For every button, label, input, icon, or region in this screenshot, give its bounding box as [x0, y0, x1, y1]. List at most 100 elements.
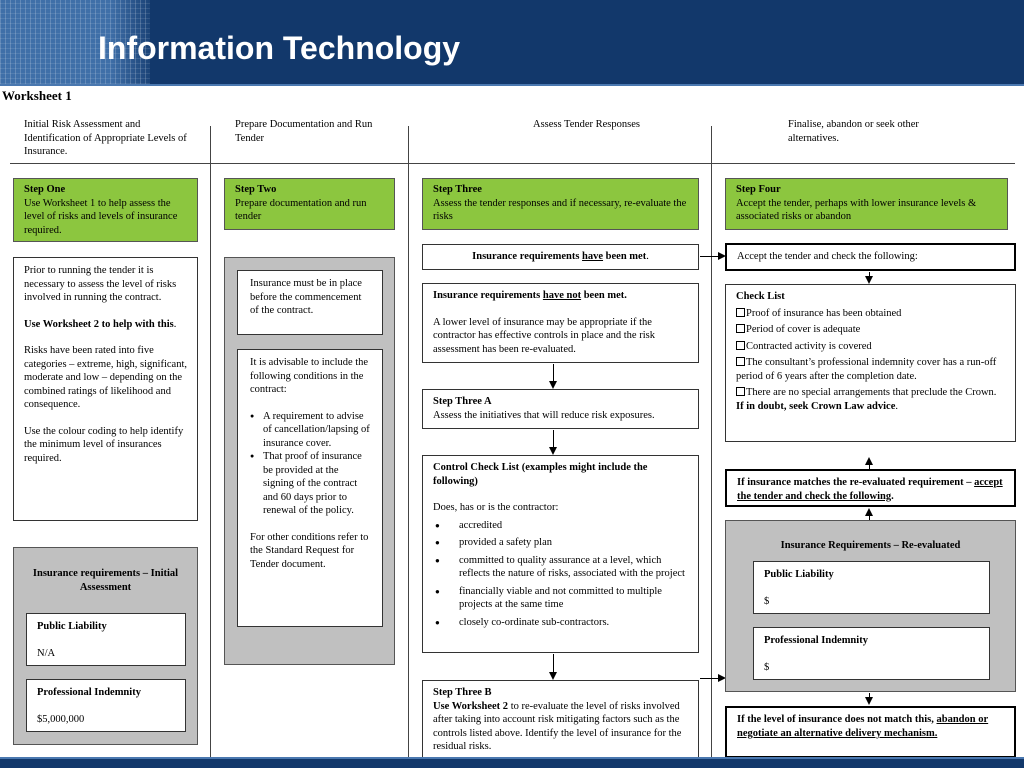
public-liability-box: Public Liability N/A: [26, 613, 186, 666]
header-grid-pattern: [0, 0, 150, 84]
contract-conditions-note: It is advisable to include the following…: [237, 349, 383, 627]
arrow-stem: [869, 464, 870, 470]
step-two-text: Prepare documentation and run tender: [235, 197, 367, 223]
reevaluated-panel: Insurance Requirements – Re-evaluated Pu…: [725, 520, 1016, 692]
step-one-box: Step One Use Worksheet 1 to help assess …: [13, 178, 198, 242]
public-liability-value: N/A: [37, 648, 56, 659]
check-list-item: Proof of insurance has been obtained: [736, 307, 1005, 321]
reevaluated-professional-indemnity-box: Professional Indemnity $: [753, 627, 990, 680]
checkbox-icon: [736, 387, 745, 396]
arrow-down-icon: [549, 447, 557, 455]
heading-divider: [10, 163, 1015, 164]
professional-indemnity-value: $: [764, 662, 770, 673]
arrow-right-icon: [718, 674, 726, 682]
column-heading-4: Finalise, abandon or seek other alternat…: [788, 119, 919, 144]
arrow-stem: [553, 430, 554, 447]
reevaluated-public-liability-box: Public Liability $: [753, 561, 990, 614]
professional-indemnity-value: $5,000,000: [37, 714, 85, 725]
info-paragraph-4: Use the colour coding to help identify t…: [24, 425, 184, 464]
check-list-box: Check List Proof of insurance has been o…: [725, 284, 1016, 442]
column-divider-1: [210, 126, 211, 757]
arrow-down-icon: [865, 276, 873, 284]
step-three-b-title: Step Three B: [433, 687, 492, 698]
step-two-title: Step Two: [235, 184, 277, 195]
insurance-not-match-box: If the level of insurance does not match…: [725, 706, 1016, 758]
arrow-down-icon: [549, 672, 557, 680]
professional-indemnity-label: Professional Indemnity: [37, 687, 141, 698]
header-rule: [0, 84, 1024, 86]
insurance-in-place-note: Insurance must be in place before the co…: [237, 270, 383, 335]
control-item: accredited: [433, 519, 688, 533]
step-three-title: Step Three: [433, 184, 482, 195]
arrow-stem: [869, 515, 870, 520]
control-item: financially viable and not committed to …: [433, 585, 688, 612]
public-liability-label: Public Liability: [764, 569, 834, 580]
info-paragraph-1: Prior to running the tender it is necess…: [24, 265, 177, 303]
step-three-text: Assess the tender responses and if neces…: [433, 197, 687, 223]
info-paragraph-2: Use Worksheet 2 to help with this.: [24, 318, 177, 330]
step-three-box: Step Three Assess the tender responses a…: [422, 178, 699, 230]
check-list-item: There are no special arrangements that p…: [736, 386, 1005, 400]
initial-assessment-title: Insurance requirements – Initial Assessm…: [32, 568, 179, 593]
crown-law-advice: If in doubt, seek Crown Law advice: [736, 400, 896, 412]
checkbox-icon: [736, 357, 745, 366]
step-two-box: Step Two Prepare documentation and run t…: [224, 178, 395, 230]
step-one-title: Step One: [24, 184, 66, 195]
initial-assessment-info-box: Prior to running the tender it is necess…: [13, 257, 198, 521]
arrow-stem: [700, 678, 718, 679]
column-heading-1: Initial Risk Assessment and Identificati…: [24, 119, 187, 157]
conditions-outro: For other conditions refer to the Standa…: [250, 531, 369, 570]
step-four-title: Step Four: [736, 184, 781, 195]
accept-tender-box: Accept the tender and check the followin…: [725, 243, 1016, 271]
step-four-box: Step Four Accept the tender, perhaps wit…: [725, 178, 1008, 230]
control-item: closely co-ordinate sub-contractors.: [433, 616, 688, 630]
tender-notes-panel: Insurance must be in place before the co…: [224, 257, 395, 665]
met-emphasis: have: [582, 251, 604, 262]
conditions-intro: It is advisable to include the following…: [250, 357, 369, 395]
arrow-up-icon: [865, 508, 873, 516]
control-check-list-box: Control Check List (examples might inclu…: [422, 455, 699, 653]
not-met-text: A lower level of insurance may be approp…: [433, 316, 655, 355]
condition-item: That proof of insurance be provided at t…: [250, 450, 370, 518]
checkbox-icon: [736, 340, 745, 350]
step-three-b-box: Step Three B Use Worksheet 2 to re-evalu…: [422, 680, 699, 758]
worksheet-title: Worksheet 1: [2, 88, 72, 103]
not-met-emphasis: have not: [542, 290, 582, 301]
initial-assessment-panel: Insurance requirements – Initial Assessm…: [13, 547, 198, 745]
check-list-item: Contracted activity is covered: [736, 340, 1005, 354]
arrow-down-icon: [549, 381, 557, 389]
control-check-list-title: Control Check List (examples might inclu…: [433, 462, 648, 487]
control-item: committed to quality assurance at a leve…: [433, 554, 688, 581]
condition-item: A requirement to advise of cancellation/…: [250, 410, 370, 451]
step-three-b-text: to re-evaluate the level of risks involv…: [433, 700, 682, 753]
arrow-up-icon: [865, 457, 873, 465]
step-three-b-worksheet: Use Worksheet 2: [433, 700, 509, 712]
public-liability-value: $: [764, 596, 770, 607]
check-list-title: Check List: [736, 291, 785, 302]
reevaluated-title: Insurance Requirements – Re-evaluated: [780, 540, 961, 551]
step-four-text: Accept the tender, perhaps with lower in…: [736, 197, 977, 223]
column-divider-3: [711, 126, 712, 757]
checkbox-icon: [736, 307, 745, 317]
step-three-a-text: Assess the initiatives that will reduce …: [433, 409, 655, 421]
checkbox-icon: [736, 324, 745, 333]
arrow-down-icon: [865, 697, 873, 705]
info-paragraph-3: Risks have been rated into five categori…: [24, 345, 187, 410]
arrow-stem: [553, 364, 554, 381]
check-list-item: The consultant’s professional indemnity …: [736, 357, 997, 382]
control-intro: Does, has or is the contractor:: [433, 502, 559, 513]
arrow-right-icon: [718, 252, 726, 260]
insurance-matches-box: If insurance matches the re-evaluated re…: [725, 469, 1016, 507]
arrow-stem: [869, 693, 870, 698]
column-heading-2: Prepare Documentation and Run Tender: [235, 119, 373, 144]
conditions-list: A requirement to advise of cancellation/…: [250, 410, 370, 518]
step-one-text: Use Worksheet 1 to help assess the level…: [24, 197, 178, 236]
arrow-stem: [553, 654, 554, 672]
professional-indemnity-label: Professional Indemnity: [764, 635, 868, 646]
arrow-stem: [869, 272, 870, 279]
arrow-stem: [700, 256, 718, 257]
requirements-not-met-box: Insurance requirements have not been met…: [422, 283, 699, 363]
page-title: Information Technology: [98, 30, 461, 66]
professional-indemnity-box: Professional Indemnity $5,000,000: [26, 679, 186, 732]
control-list: accredited provided a safety plan commit…: [433, 519, 688, 630]
